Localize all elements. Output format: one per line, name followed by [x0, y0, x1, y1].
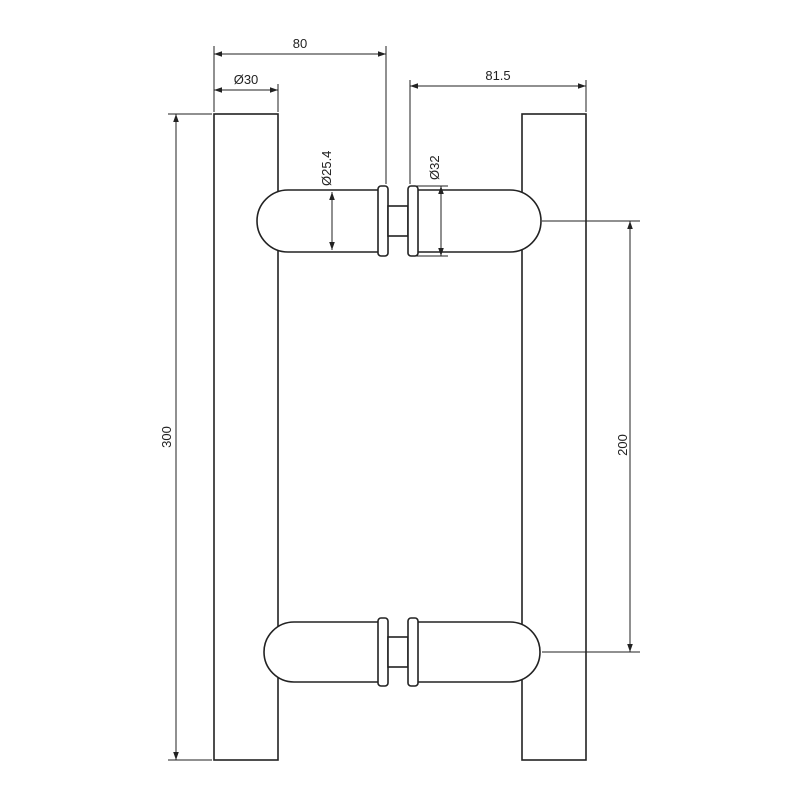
- dim-right-offset: 81.5: [409, 68, 587, 184]
- dim-overall-height: 300: [159, 113, 212, 761]
- top-spacer: [387, 205, 409, 237]
- dim-standoff-diameter: Ø25.4: [319, 151, 335, 250]
- top-right-collar: [407, 185, 542, 257]
- dim-post-diameter: Ø30: [214, 72, 279, 112]
- top-left-standoff: [256, 185, 389, 257]
- bottom-spacer: [387, 636, 409, 668]
- dim-overall-width: 80: [213, 36, 387, 184]
- label-collar-diameter: Ø32: [427, 155, 442, 180]
- dim-collar-diameter: Ø32: [414, 155, 448, 257]
- label-post-diameter: Ø30: [234, 72, 259, 87]
- label-standoff-diameter: Ø25.4: [319, 151, 334, 186]
- bottom-right-collar: [407, 617, 541, 687]
- dim-center-distance: 200: [542, 220, 640, 653]
- label-center-distance: 200: [615, 434, 630, 456]
- label-overall-height: 300: [159, 426, 174, 448]
- label-right-offset: 81.5: [485, 68, 510, 83]
- bottom-left-standoff: [263, 617, 389, 687]
- label-overall-width: 80: [293, 36, 307, 51]
